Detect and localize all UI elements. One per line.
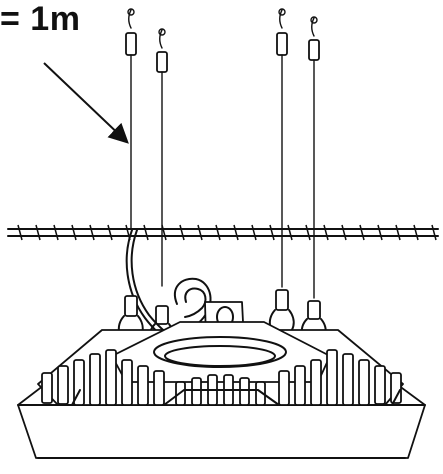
suspension-cables [125,8,320,299]
ceiling-truss [7,224,439,241]
fixture-hooks [117,289,327,350]
pointer-arrow [43,62,129,144]
cable-length-label: = 1m [0,0,81,38]
fixture-body [17,321,426,459]
